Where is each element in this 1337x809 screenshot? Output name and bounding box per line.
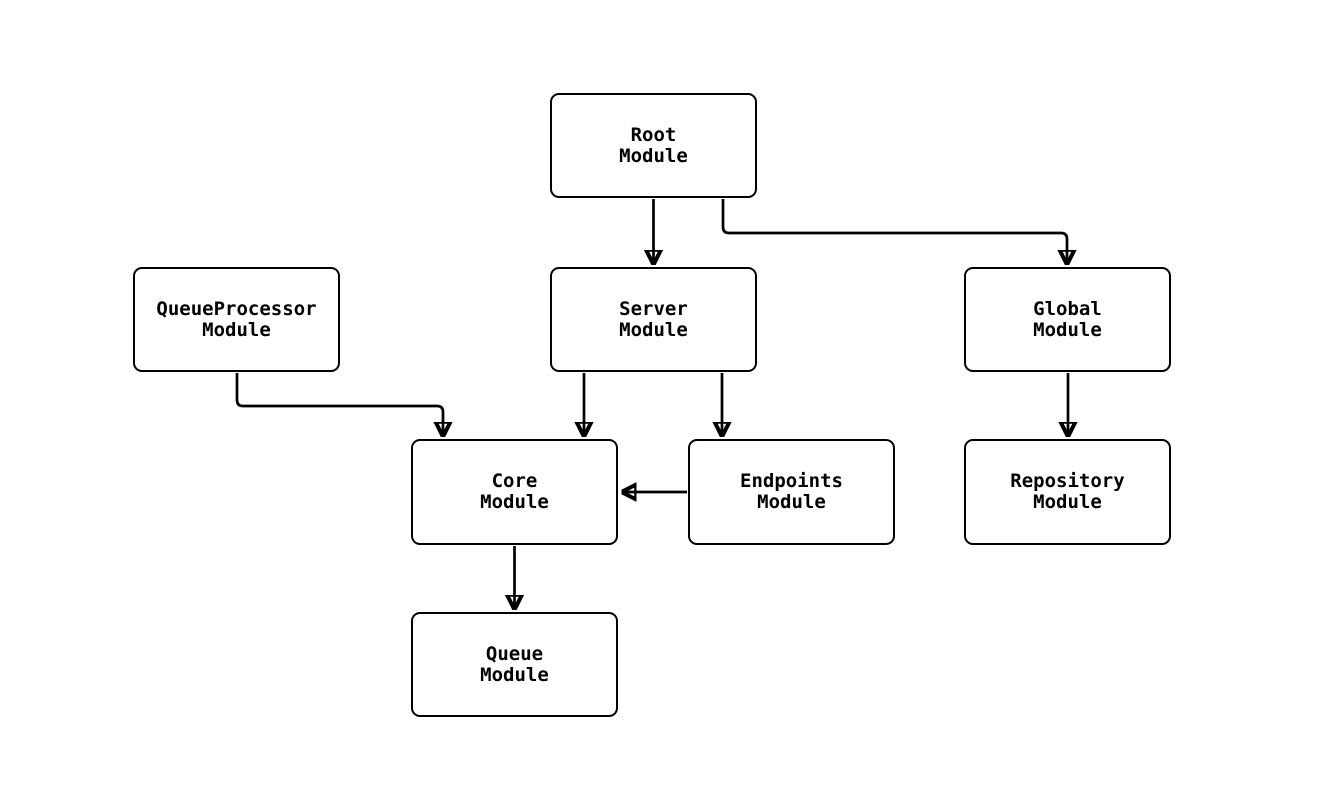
node-endpoints-module: Endpoints Module: [688, 439, 895, 545]
node-root-module: Root Module: [550, 93, 757, 198]
node-label-line1: Core: [491, 470, 538, 492]
node-label-line1: Repository: [1010, 470, 1125, 492]
edge-queueprocessor-to-core: [235, 373, 443, 436]
node-queue-module: Queue Module: [411, 612, 618, 717]
node-label-line2: Module: [757, 491, 826, 513]
node-label-line2: Module: [480, 491, 549, 513]
node-label-line2: Module: [619, 144, 688, 167]
node-label-line2: Module: [619, 318, 688, 341]
node-queueprocessor-module: QueueProcessor Module: [133, 267, 340, 372]
node-label-line1: QueueProcessor: [156, 297, 317, 320]
node-label-line2: Module: [202, 318, 271, 341]
node-server-module: Server Module: [550, 267, 757, 372]
node-label-line1: Server: [619, 297, 688, 320]
node-repository-module: Repository Module: [964, 439, 1171, 545]
node-label-line2: Module: [1033, 491, 1102, 513]
node-label-line2: Module: [480, 663, 549, 686]
node-label-line1: Root: [630, 123, 677, 146]
node-label-line2: Module: [1033, 318, 1102, 341]
node-global-module: Global Module: [964, 267, 1171, 372]
node-label-line1: Global: [1033, 297, 1102, 320]
edge-root-to-global: [721, 199, 1067, 264]
node-label-line1: Endpoints: [740, 470, 843, 492]
node-label-line1: Queue: [485, 642, 544, 665]
node-core-module: Core Module: [411, 439, 618, 545]
